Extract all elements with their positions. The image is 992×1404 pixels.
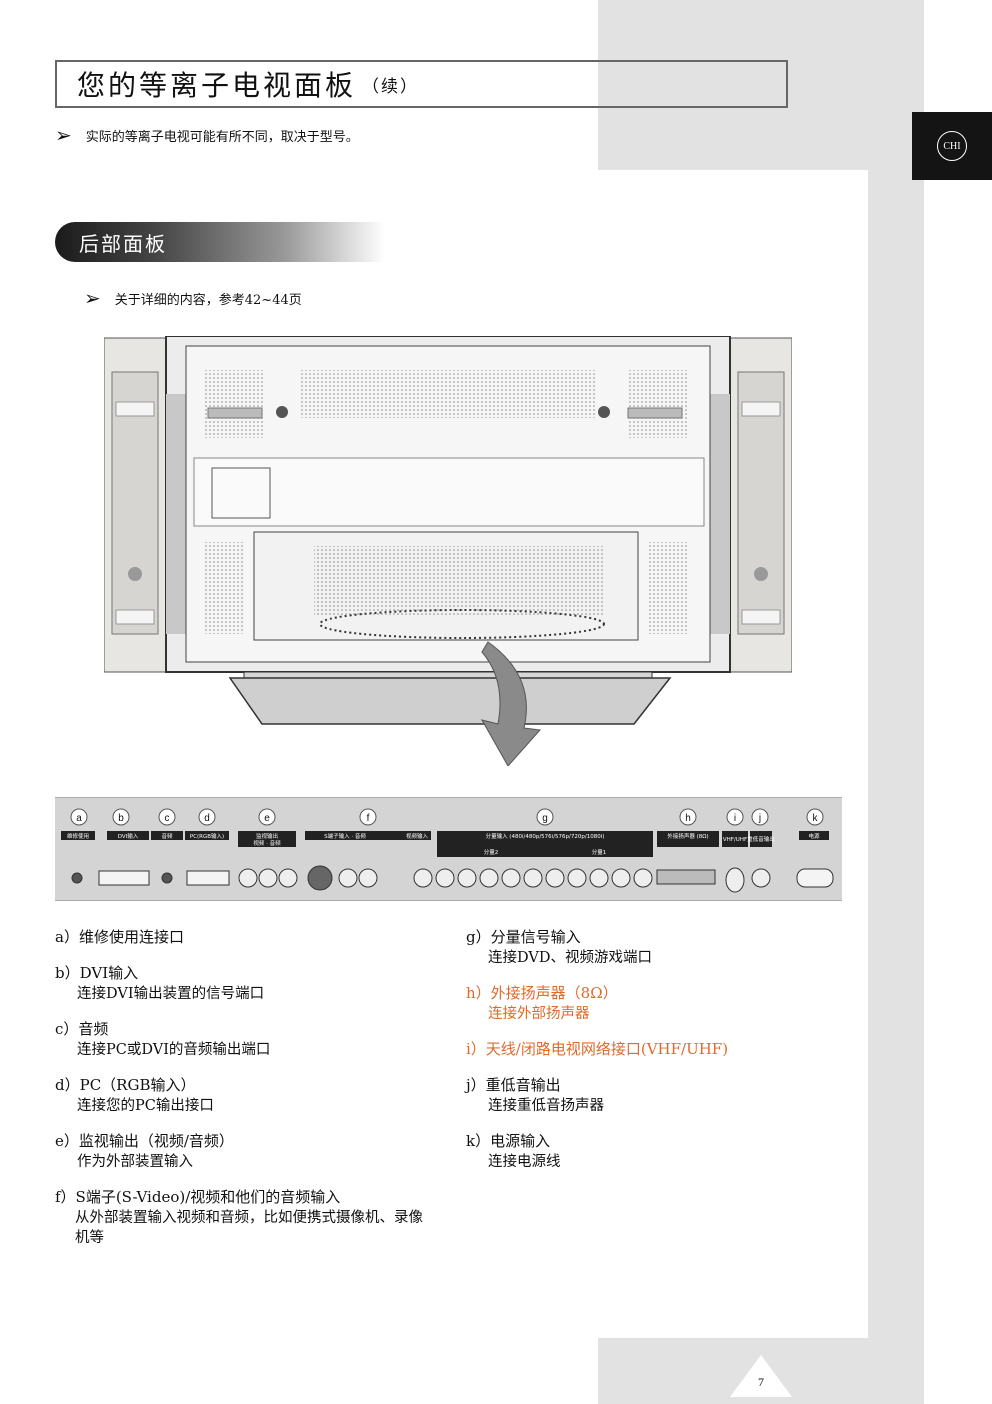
item-desc: 连接重低音扬声器	[488, 1098, 604, 1114]
connector-strip: a b c d e f g h i j k 维修使用 DVI输入	[55, 797, 842, 901]
item-title: k）电源输入	[466, 1132, 551, 1150]
section-heading-text: 后部面板	[79, 231, 167, 256]
item-title: a）维修使用连接口	[55, 928, 184, 946]
item-title: d）PC（RGB输入）	[55, 1076, 196, 1094]
page-title: 您的等离子电视面板	[77, 69, 357, 102]
label-f2: 视频输入	[406, 832, 429, 840]
list-item: d）PC（RGB输入） 连接您的PC输出接口	[55, 1074, 455, 1116]
item-desc: 连接外部扬声器	[488, 1006, 590, 1022]
label-e: 监视输出	[256, 832, 278, 840]
model-note-text: 实际的等离子电视可能有所不同，取决于型号。	[85, 129, 359, 145]
note-arrow-icon: ➢	[55, 123, 72, 147]
item-title: b）DVI输入	[55, 964, 139, 982]
letter-j: j	[758, 813, 761, 824]
model-note: ➢ 实际的等离子电视可能有所不同，取决于型号。	[55, 123, 359, 147]
item-title: h）外接扬声器（8Ω）	[466, 984, 618, 1002]
label-b: DVI输入	[118, 832, 139, 840]
item-desc: 连接DVI输出装置的信号端口	[77, 986, 265, 1002]
list-item-highlighted: i）天线/闭路电视网络接口(VHF/UHF)	[466, 1038, 846, 1060]
item-title: j）重低音输出	[466, 1076, 561, 1094]
label-i: VHF/UHF	[723, 837, 747, 843]
tv-rear-illustration	[104, 336, 792, 766]
list-item: c）音频 连接PC或DVI的音频输出端口	[55, 1018, 455, 1060]
description-list-right: g）分量信号输入 连接DVD、视频游戏端口 h）外接扬声器（8Ω） 连接外部扬声…	[466, 926, 846, 1186]
reference-note-text: 关于详细的内容，参考42~44页	[114, 292, 302, 308]
label-k: 电源	[808, 832, 820, 840]
list-item: f）S端子(S-Video)/视频和他们的音频输入 从外部装置输入视频和音频，比…	[55, 1186, 455, 1248]
page-number-triangle	[730, 1355, 792, 1397]
letter-i: i	[734, 813, 736, 824]
list-item: a）维修使用连接口	[55, 926, 455, 948]
item-title: e）监视输出（视频/音频）	[55, 1132, 234, 1150]
item-title: i）天线/闭路电视网络接口(VHF/UHF)	[466, 1040, 729, 1058]
letter-g: g	[542, 813, 548, 824]
letter-f: f	[367, 813, 370, 824]
list-item: g）分量信号输入 连接DVD、视频游戏端口	[466, 926, 846, 968]
connector-strip-drawing: a b c d e f g h i j k 维修使用 DVI输入	[61, 808, 834, 893]
label-d: PC(RGB输入)	[190, 832, 224, 840]
reference-note: ➢ 关于详细的内容，参考42~44页	[84, 286, 302, 310]
item-desc: 连接电源线	[488, 1154, 561, 1170]
description-list-left: a）维修使用连接口 b）DVI输入 连接DVI输出装置的信号端口 c）音频 连接…	[55, 926, 455, 1262]
page-number-marker: 7	[730, 1355, 792, 1397]
letter-d: d	[204, 813, 210, 824]
page-number: 7	[758, 1375, 764, 1389]
page-title-box: 您的等离子电视面板 （续）	[55, 60, 788, 108]
list-item: k）电源输入 连接电源线	[466, 1130, 846, 1172]
language-tab: CHI	[912, 112, 992, 180]
label-g: 分量输入 (480i/480p/576i/576p/720p/1080i)	[486, 832, 605, 840]
letter-b: b	[118, 813, 124, 824]
section-heading: 后部面板	[55, 222, 385, 262]
language-tab-label: CHI	[937, 131, 967, 161]
list-item-highlighted: h）外接扬声器（8Ω） 连接外部扬声器	[466, 982, 846, 1024]
letter-h: h	[685, 813, 691, 824]
item-title: c）音频	[55, 1020, 109, 1038]
letter-e: e	[264, 813, 270, 824]
letter-k: k	[813, 813, 819, 824]
label-g3: 分量1	[592, 848, 607, 856]
item-desc: 作为外部装置输入	[77, 1154, 193, 1170]
page-title-suffix: （续）	[362, 76, 420, 97]
label-a: 维修使用	[67, 832, 89, 840]
page-gray-band-right	[868, 0, 924, 1404]
label-c: 音频	[161, 832, 173, 840]
list-item: e）监视输出（视频/音频） 作为外部装置输入	[55, 1130, 455, 1172]
page-gray-band-top	[598, 0, 868, 170]
item-desc: 连接DVD、视频游戏端口	[488, 950, 652, 966]
label-g2: 分量2	[484, 848, 499, 856]
item-title: g）分量信号输入	[466, 928, 581, 946]
item-title: f）S端子(S-Video)/视频和他们的音频输入	[55, 1188, 341, 1206]
label-j: 重低音输出	[747, 835, 775, 843]
item-desc: 连接您的PC输出接口	[77, 1098, 214, 1114]
note-arrow-icon: ➢	[84, 286, 101, 310]
label-h: 外接扬声器 (8Ω)	[667, 832, 708, 840]
list-item: b）DVI输入 连接DVI输出装置的信号端口	[55, 962, 455, 1004]
item-desc: 连接PC或DVI的音频输出端口	[77, 1042, 271, 1058]
label-f: S端子输入 · 音频	[324, 832, 366, 840]
item-desc: 从外部装置输入视频和音频，比如便携式摄像机、录像机等	[75, 1210, 423, 1246]
letter-a: a	[76, 813, 82, 824]
list-item: j）重低音输出 连接重低音扬声器	[466, 1074, 846, 1116]
label-e2: 视频 · 音频	[253, 839, 281, 847]
letter-c: c	[165, 813, 170, 824]
